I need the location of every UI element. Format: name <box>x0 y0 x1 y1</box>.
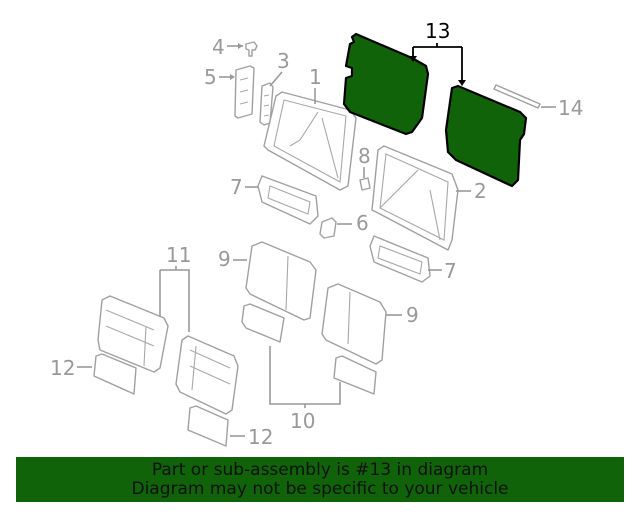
part-12-pad-right[interactable] <box>187 405 229 447</box>
callout-5: 5 <box>204 65 217 89</box>
part-13-seatback-panel-left[interactable] <box>342 32 430 136</box>
leader-13 <box>412 43 463 83</box>
callout-8: 8 <box>358 144 371 168</box>
arrowhead-icon <box>230 74 235 80</box>
callout-6: 6 <box>356 211 369 235</box>
part-9-cushion-upper[interactable] <box>245 241 317 321</box>
callout-7-upper: 7 <box>230 175 243 199</box>
callout-3: 3 <box>277 49 290 73</box>
callout-12-left: 12 <box>50 356 75 380</box>
part-7-grille-lower[interactable] <box>369 235 431 283</box>
notice-banner: Part or sub-assembly is #13 in diagram D… <box>16 457 624 502</box>
arrowhead-icon <box>238 43 243 49</box>
callout-1: 1 <box>309 65 322 89</box>
callout-12-right: 12 <box>248 425 273 449</box>
callout-14: 14 <box>558 96 583 120</box>
part-11-seatback-left[interactable] <box>97 295 169 373</box>
banner-line-disclaimer: Diagram may not be specific to your vehi… <box>131 478 509 499</box>
callout-2: 2 <box>474 179 487 203</box>
part-8-clip[interactable] <box>359 177 371 191</box>
part-10-trim-lower[interactable] <box>333 355 377 395</box>
part-1-seatback-frame[interactable] <box>263 91 357 191</box>
callout-10: 10 <box>290 409 315 433</box>
callout-13: 13 <box>425 19 450 43</box>
arrowhead-icon <box>409 56 417 62</box>
callout-9-upper: 9 <box>218 247 231 271</box>
part-2-seatback-frame[interactable] <box>371 145 459 251</box>
callout-9-lower: 9 <box>406 303 419 327</box>
part-5-bracket[interactable] <box>234 65 255 119</box>
part-12-pad-left[interactable] <box>93 353 137 395</box>
leader-11 <box>159 266 190 332</box>
banner-line-part: Part or sub-assembly is #13 in diagram <box>151 459 489 480</box>
leader-3 <box>269 71 283 87</box>
callout-11: 11 <box>166 243 191 267</box>
part-10-trim-upper[interactable] <box>241 303 285 343</box>
part-13-seatback-panel-right[interactable] <box>444 84 528 188</box>
part-4-clip[interactable] <box>245 41 258 57</box>
leader-10 <box>269 346 341 408</box>
arrowhead-icon <box>458 80 466 86</box>
part-14-trim-strip[interactable] <box>493 84 541 109</box>
part-7-grille-upper[interactable] <box>257 175 319 225</box>
part-11-seatback-right[interactable] <box>175 335 239 415</box>
part-9-cushion-lower[interactable] <box>321 283 387 365</box>
part-6-clip[interactable] <box>319 217 337 239</box>
callout-4: 4 <box>212 35 225 59</box>
callout-7-lower: 7 <box>444 259 457 283</box>
